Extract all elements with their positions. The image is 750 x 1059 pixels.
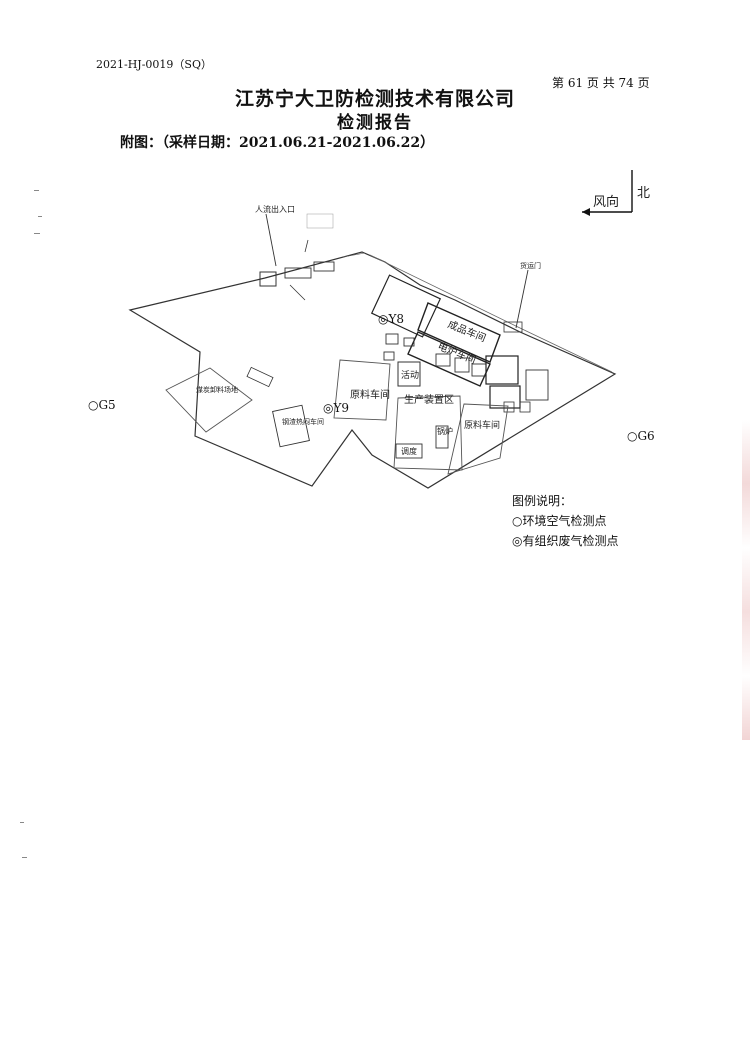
scan-speck (38, 216, 42, 217)
workshop-north (370, 274, 442, 338)
cargo-gate-label: 货运门 (520, 261, 541, 270)
legend-organized-exhaust: ◎有组织废气检测点 (512, 534, 619, 548)
boiler-label: 锅炉 (437, 426, 453, 436)
monitoring-point-g5: ○G5 (88, 398, 116, 412)
finished-workshop (417, 302, 501, 363)
coal-yard-office (246, 366, 274, 388)
small-buildings (383, 333, 549, 413)
monitoring-point-g6: ○G6 (627, 429, 655, 443)
monitoring-point-y9: ◎Y9 (323, 401, 349, 415)
entrance-gate: 人流出入口 (255, 204, 366, 301)
coal-yard-label: 煤炭卸料场地 (196, 385, 238, 394)
scan-edge-stain (742, 420, 750, 740)
raw-workshop-east-label: 原料车间 (464, 419, 500, 431)
hall-label: 活动 (401, 369, 419, 381)
map-legend: 图例说明： ○环境空气检测点 ◎有组织废气检测点 (512, 491, 618, 551)
report-title: 检测报告 (337, 113, 413, 133)
wind-label: 风向 (593, 194, 619, 210)
kiln-workshop-label: 钢渣热闷车间 (282, 417, 324, 426)
furnace-workshop-label: 电炉车间 (436, 339, 478, 366)
page-number: 第 61 页 共 74 页 (552, 76, 650, 90)
scan-speck (20, 822, 24, 823)
scan-speck (34, 190, 39, 191)
finished-workshop-label: 成品车间 (446, 317, 488, 344)
raw-workshop-label: 原料车间 (350, 388, 390, 401)
wind-arrow-head-icon (582, 208, 590, 216)
cargo-gate: 货运门 (503, 261, 541, 333)
road-line (369, 254, 613, 373)
entrance-label: 人流出入口 (255, 204, 295, 214)
legend-ambient-air: ○环境空气检测点 (512, 514, 607, 528)
compass: 北 风向 (582, 170, 650, 216)
legend-title: 图例说明： (512, 494, 573, 508)
control-label: 调度 (401, 446, 417, 456)
company-title: 江苏宁大卫防检测技术有限公司 (234, 88, 515, 110)
coal-yard (165, 367, 253, 433)
attachment-caption: 附图：（采样日期：2021.06.21-2021.06.22） (120, 135, 435, 151)
monitoring-point-y8: ◎Y8 (378, 312, 404, 326)
north-label: 北 (637, 186, 650, 201)
scan-speck (22, 857, 27, 858)
production-zone-label: 生产装置区 (404, 393, 454, 406)
hall-building (397, 361, 421, 387)
site-boundary (128, 251, 617, 489)
kiln-workshop (272, 404, 310, 448)
boiler-building (435, 425, 449, 449)
furnace-workshop (407, 331, 491, 387)
raw-workshop (333, 359, 391, 421)
control-building (395, 443, 423, 459)
document-code: 2021-HJ-0019（SQ） (96, 58, 212, 71)
scan-speck (34, 233, 40, 234)
raw-workshop-east (447, 403, 509, 475)
